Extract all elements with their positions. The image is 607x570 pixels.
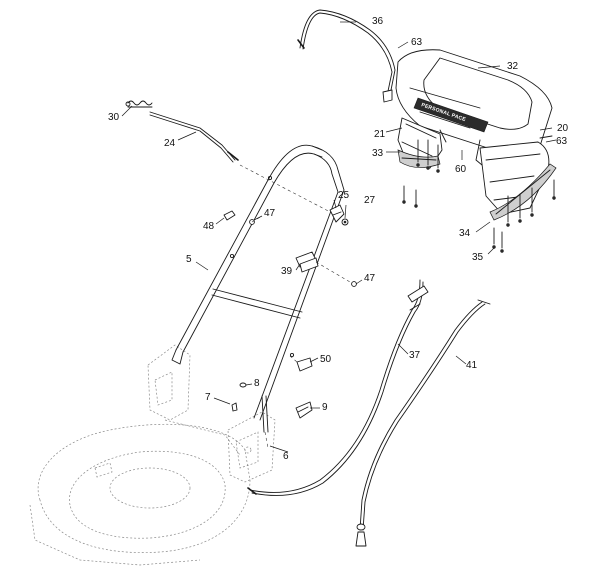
callout-9: 9 <box>322 402 328 413</box>
part-50 <box>289 355 313 372</box>
callout-8: 8 <box>254 378 260 389</box>
part-9 <box>295 401 313 419</box>
part-25 <box>329 204 345 223</box>
callout-36: 36 <box>372 16 384 27</box>
part-7 <box>231 402 238 412</box>
callout-50: 50 <box>320 354 332 365</box>
callout-7: 7 <box>205 392 211 403</box>
callout-6: 6 <box>283 451 289 462</box>
cable-36 <box>297 9 396 103</box>
callout-32: 32 <box>507 61 519 72</box>
callout-33: 33 <box>372 148 384 159</box>
callout-48: 48 <box>203 221 215 232</box>
callout-24: 24 <box>164 138 176 149</box>
callout-37: 37 <box>409 350 421 361</box>
part-48 <box>223 210 236 221</box>
part-60-clips <box>416 139 440 173</box>
cable-37 <box>247 279 429 496</box>
callout-20: 20 <box>557 123 569 134</box>
part-47a <box>249 215 263 225</box>
mower-deck <box>29 419 251 566</box>
callout-41: 41 <box>466 360 478 371</box>
callout-47: 47 <box>364 273 376 284</box>
part-35-screws <box>492 227 504 253</box>
part-32-shroud: PERSONAL PACE <box>395 49 553 171</box>
leader-lines <box>121 21 557 453</box>
part-39 <box>295 251 351 283</box>
right-handle-bracket <box>227 411 276 483</box>
callout-47: 47 <box>264 208 276 219</box>
callout-63: 63 <box>556 136 568 147</box>
callout-25: 25 <box>338 190 350 201</box>
spring-30 <box>125 100 153 108</box>
part-33-bumper <box>397 149 441 168</box>
callout-21: 21 <box>374 129 386 140</box>
callout-39: 39 <box>281 266 293 277</box>
part-34-bumper <box>489 163 557 221</box>
cable-24 <box>149 111 337 216</box>
right-fasteners <box>506 179 556 227</box>
part-8 <box>239 382 247 388</box>
left-handle-bracket <box>147 344 191 421</box>
callout-30: 30 <box>108 112 120 123</box>
callout-5: 5 <box>186 254 192 265</box>
left-fasteners <box>402 185 418 208</box>
part-27 <box>341 218 349 226</box>
cable-41 <box>355 299 491 547</box>
part-47b <box>351 281 357 287</box>
callout-60: 60 <box>455 164 467 175</box>
callout-34: 34 <box>459 228 471 239</box>
callout-27: 27 <box>364 195 376 206</box>
callout-63: 63 <box>411 37 423 48</box>
callout-labels: 36 63 32 30 24 21 33 60 20 63 25 27 48 4… <box>108 16 569 462</box>
callout-35: 35 <box>472 252 484 263</box>
part-6 <box>261 395 269 449</box>
